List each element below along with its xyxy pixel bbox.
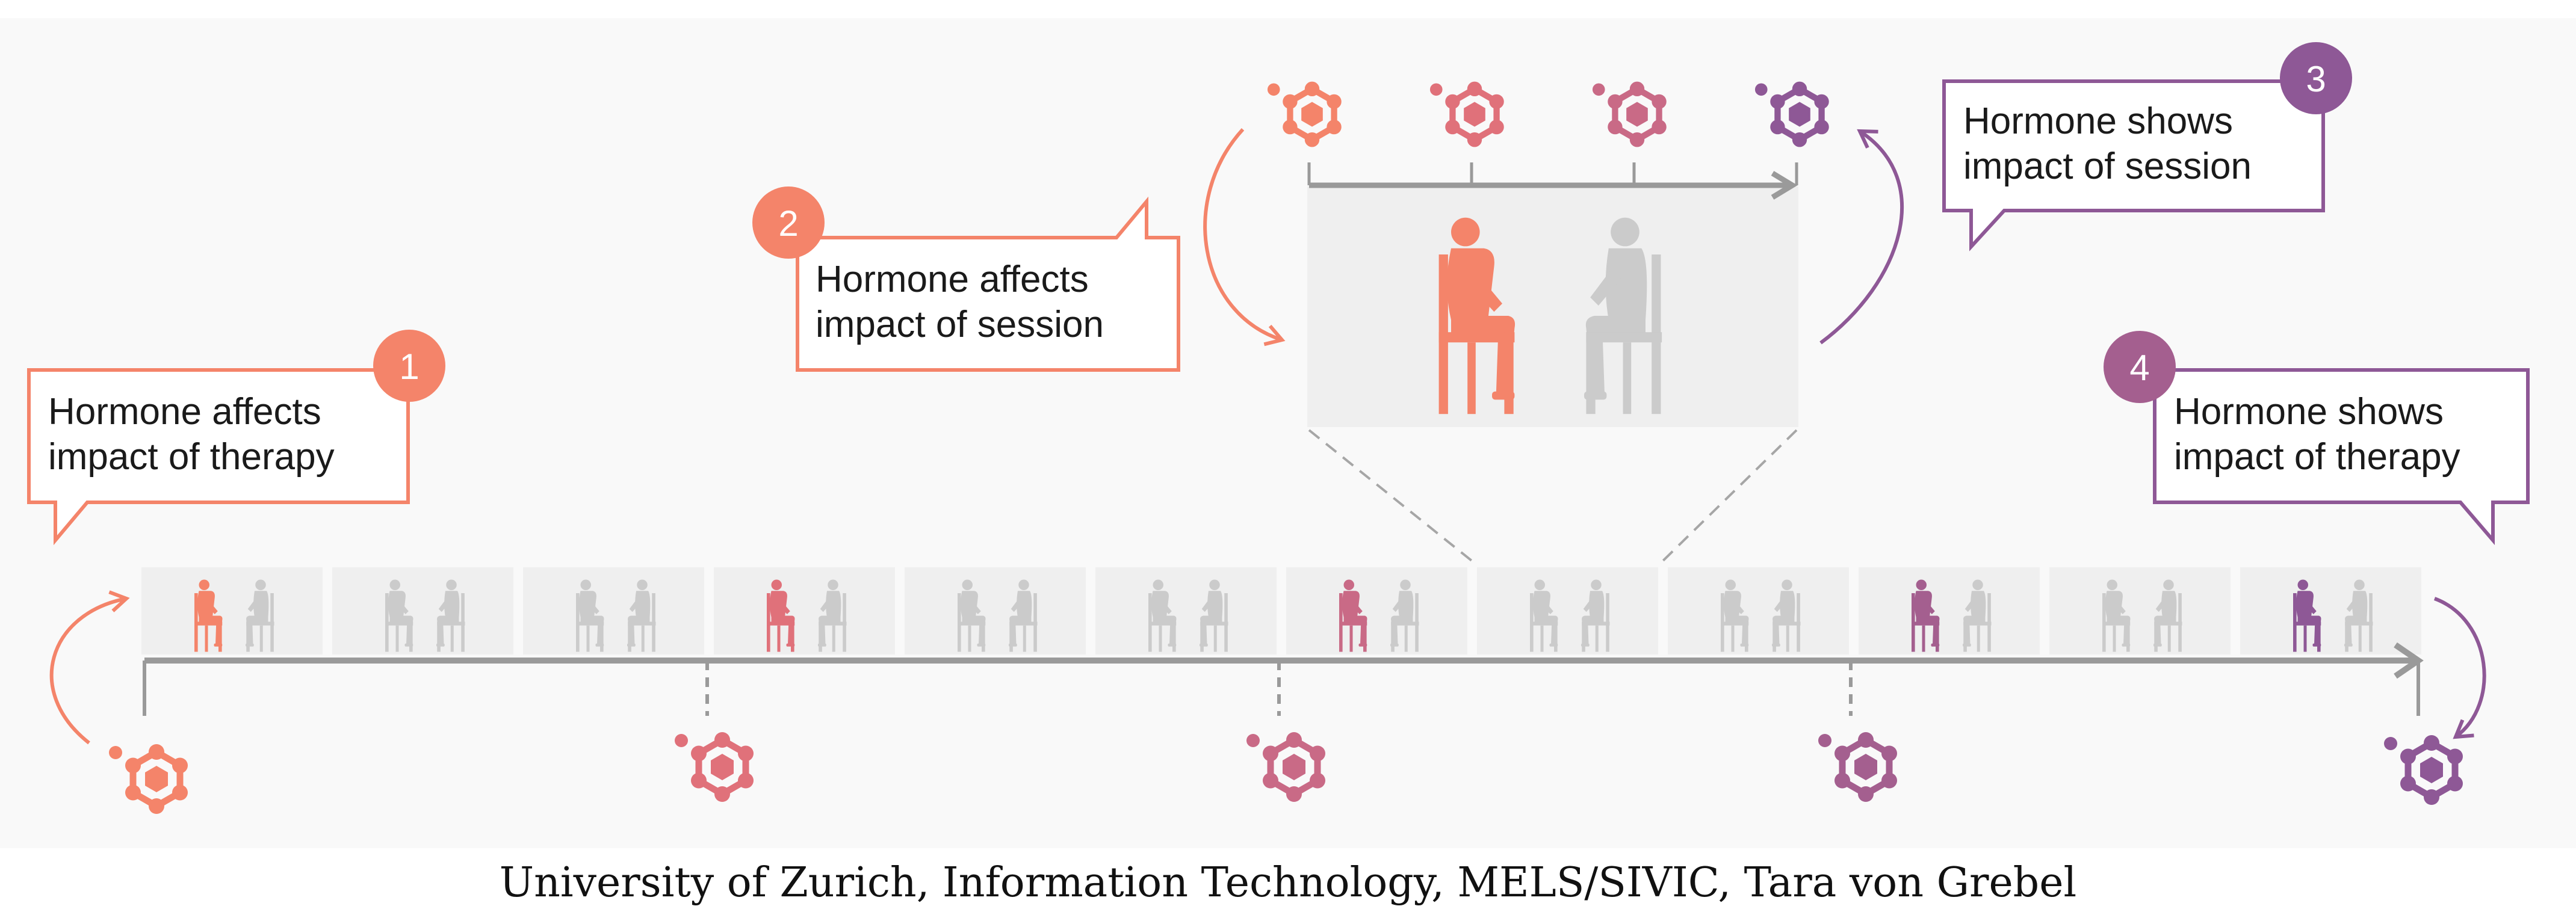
session-to-hormone-arrow (1819, 129, 1904, 345)
hormone-to-session-arrow (1203, 128, 1286, 347)
callout-2: Hormone affects impact of session 2 (752, 186, 1180, 372)
callout-4-bubble (2153, 368, 2530, 546)
callout-4-badge (2104, 331, 2176, 403)
callout-3: Hormone shows impact of session 3 (1942, 42, 2352, 251)
session-cell (1477, 567, 1658, 655)
callout-2-badge (752, 186, 825, 259)
callout-4-line1: Hormone shows (2174, 391, 2444, 433)
session-cell (2049, 567, 2231, 655)
session-strip (141, 567, 2421, 655)
session-cell-background (905, 567, 1086, 655)
session-cell-background (1668, 567, 1849, 655)
session-cell (1095, 567, 1277, 655)
session-cell (332, 567, 513, 655)
session-cell-background (523, 567, 704, 655)
session-cell (2240, 567, 2421, 655)
zoom-guide-left (1308, 429, 1479, 567)
callout-1-number: 1 (399, 347, 419, 387)
session-cell (1286, 567, 1467, 655)
session-cell-background (332, 567, 513, 655)
session-cell-background (1095, 567, 1277, 655)
callout-2-line2: impact of session (816, 304, 1104, 345)
session-cell-background (1859, 567, 2040, 655)
session-cell-background (1286, 567, 1467, 655)
zoom-guide-right (1657, 429, 1798, 567)
callout-2-number: 2 (778, 203, 798, 244)
callout-3-line2: impact of session (1963, 146, 2252, 187)
callout-1-line2: impact of therapy (48, 436, 335, 478)
session-cell-background (2049, 567, 2231, 655)
callout-2-bubble (796, 196, 1180, 372)
callout-3-number: 3 (2306, 59, 2326, 99)
callout-4-number: 4 (2129, 348, 2149, 388)
image-caption: University of Zurich, Information Techno… (499, 859, 2077, 907)
session-cell-background (714, 567, 895, 655)
hormone-to-therapy-arrow (49, 590, 130, 745)
callout-1-line1: Hormone affects (48, 391, 321, 433)
session-timeline-arrowhead (1771, 171, 1798, 200)
callout-4: Hormone shows impact of therapy 4 (2104, 331, 2530, 546)
callout-3-line1: Hormone shows (1963, 100, 2233, 142)
callout-1: Hormone affects impact of therapy 1 (27, 330, 445, 546)
session-cell-background (1477, 567, 1658, 655)
callout-1-badge (373, 330, 445, 402)
session-cell-background (2240, 567, 2421, 655)
therapy-to-hormone-arrow (2433, 597, 2486, 739)
session-cell (905, 567, 1086, 655)
callout-2-line1: Hormone affects (816, 259, 1089, 300)
callout-4-line2: impact of therapy (2174, 436, 2460, 478)
session-cell (523, 567, 704, 655)
session-cell (1668, 567, 1849, 655)
session-detail-panel (1307, 186, 1798, 427)
therapy-hormone-diagram: Hormone affects impact of therapy 1 Horm… (27, 42, 2530, 818)
session-cell (1859, 567, 2040, 655)
session-cell (141, 567, 323, 655)
session-cell (714, 567, 895, 655)
callout-3-badge (2280, 42, 2352, 114)
session-cell-background (141, 567, 323, 655)
